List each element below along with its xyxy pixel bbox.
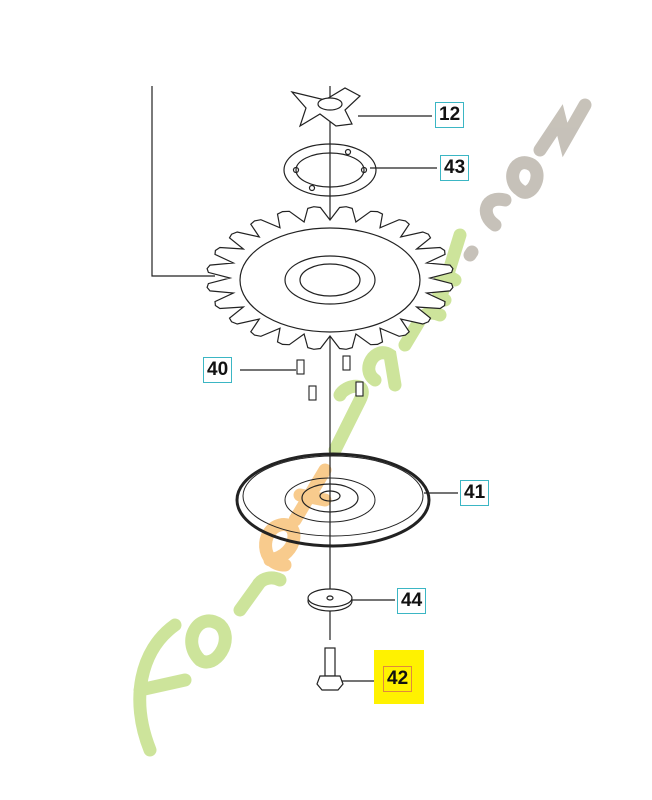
callout-43[interactable]: 43: [440, 155, 470, 181]
sprocket: [206, 206, 454, 350]
part-12-hub: [290, 87, 362, 128]
callout-41[interactable]: 41: [460, 480, 490, 506]
part-41-plate: [235, 452, 431, 548]
leader-line-left: [151, 86, 215, 277]
sprocket-ring-2: [299, 263, 361, 297]
callout-40[interactable]: 40: [203, 357, 233, 383]
part-43-gasket: [283, 143, 377, 197]
callout-44[interactable]: 44: [397, 588, 427, 614]
watermark-logo: [133, 98, 592, 757]
sprocket-ring-0: [239, 227, 421, 333]
part-40-screws: [296, 355, 364, 401]
callout-42[interactable]: 42: [383, 666, 413, 692]
part-42-bolt: [316, 647, 344, 691]
part-44-washer: [307, 588, 353, 612]
sprocket-ring-1: [284, 255, 376, 305]
callout-12[interactable]: 12: [435, 102, 465, 128]
